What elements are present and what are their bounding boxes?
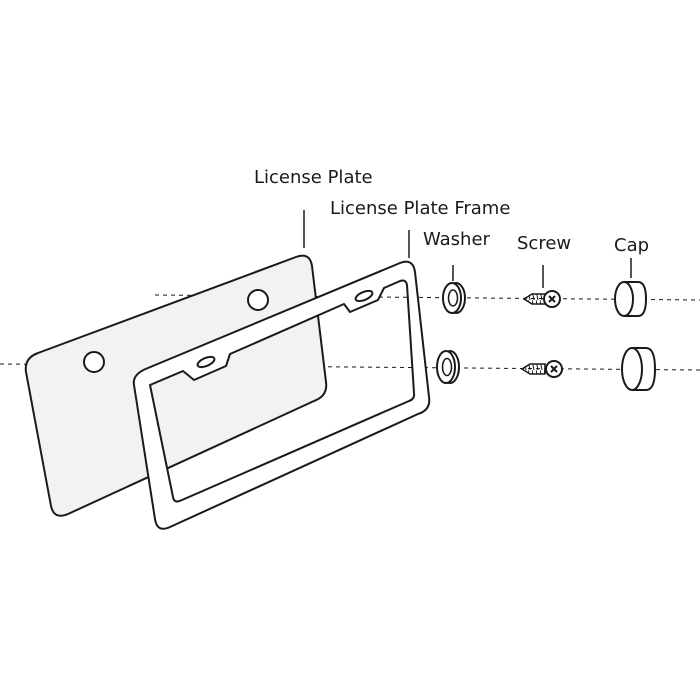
cap-upper — [614, 281, 648, 317]
label-license-plate-frame: License Plate Frame — [330, 198, 511, 219]
plate-hole-upper — [247, 289, 269, 311]
cap-lower — [621, 347, 657, 391]
frame-slot-upper — [354, 289, 374, 303]
frame-slot-lower — [196, 355, 216, 369]
label-washer: Washer — [423, 229, 490, 250]
label-cap: Cap — [614, 235, 650, 256]
washer-lower — [436, 350, 460, 384]
label-screw: Screw — [517, 233, 572, 254]
screw-lower — [520, 360, 563, 378]
label-license-plate: License Plate — [254, 167, 373, 188]
license-plate — [24, 254, 328, 517]
plate-hole-lower — [83, 351, 105, 373]
screw-upper — [522, 290, 561, 308]
license-plate-frame — [132, 260, 431, 530]
washer-upper — [442, 282, 466, 314]
